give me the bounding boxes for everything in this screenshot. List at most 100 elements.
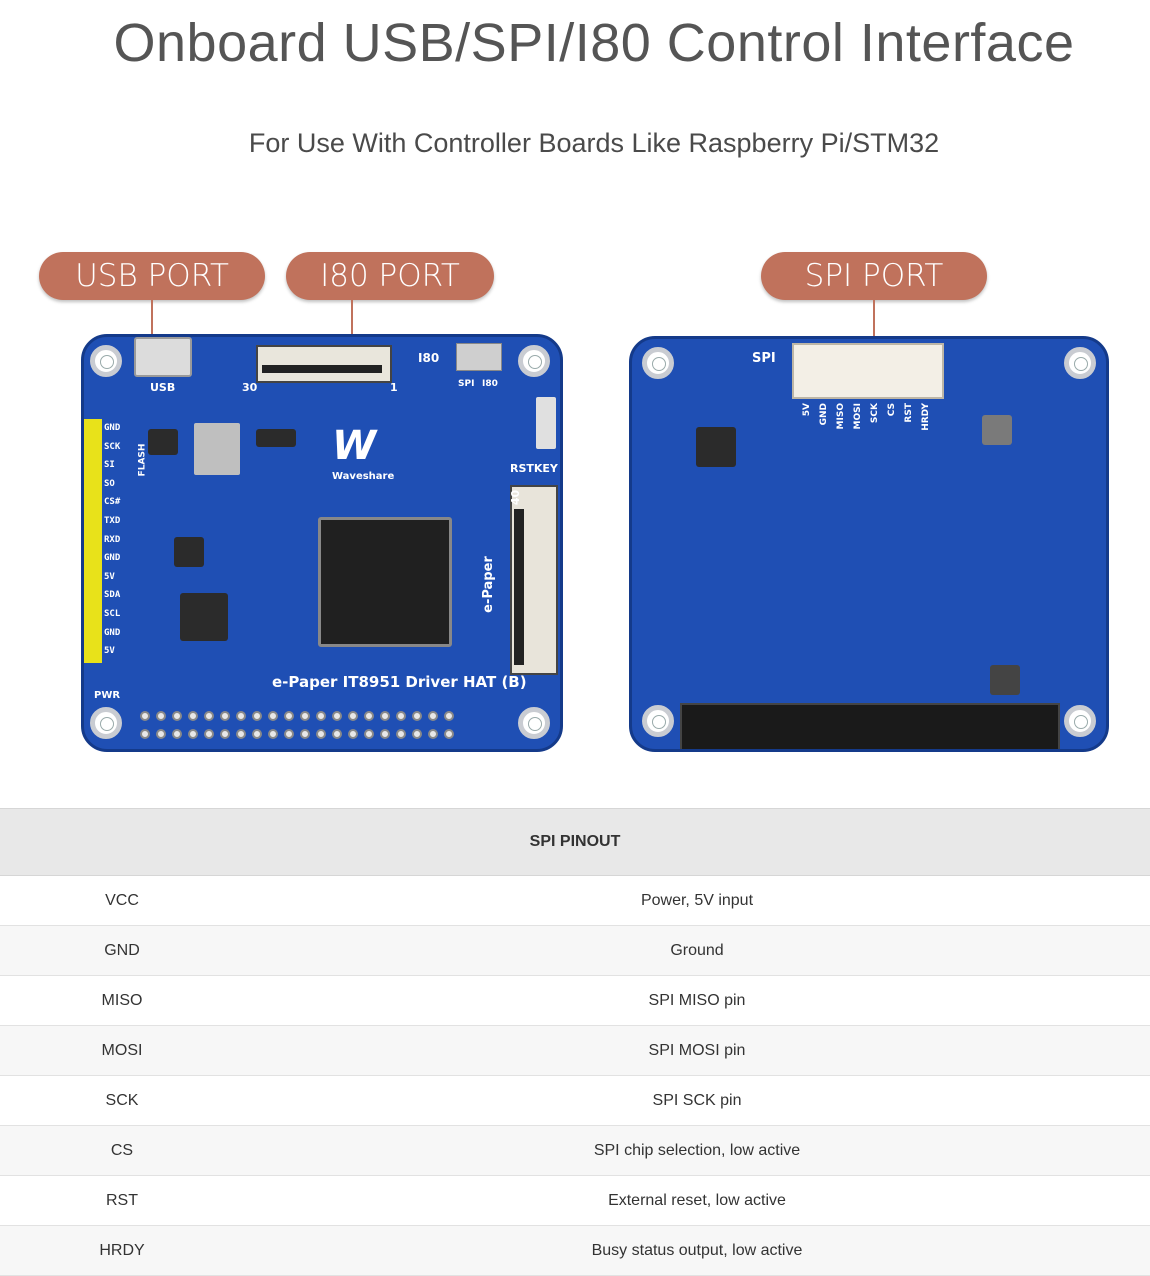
pin-name-cell: SCK [0, 1075, 244, 1126]
side-pin-label: CS# [104, 497, 121, 508]
side-pin-label: RXD [104, 534, 121, 545]
i80-port-leader [351, 300, 353, 358]
regulator-chip [174, 537, 204, 567]
regulator [990, 665, 1020, 695]
page-title: Onboard USB/SPI/I80 Control Interface [113, 13, 1075, 73]
pin-description-cell: Ground [244, 925, 1150, 976]
inductor [194, 423, 240, 475]
back-board: SPI 5V GND MISO MOSI SCK CS RST HRDY [629, 336, 1109, 752]
pin-name-cell: MOSI [0, 1025, 244, 1076]
side-pin-label: GND [104, 553, 121, 564]
i80-silk-label: I80 [418, 351, 440, 365]
flash-label: FLASH [137, 443, 148, 477]
spi-select-label: SPI [458, 379, 475, 389]
pin1-label: 1 [390, 381, 398, 394]
side-pin-label: GND [104, 423, 121, 433]
side-pin-label: 5V [104, 571, 115, 582]
usb-port-callout: USB PORT [39, 252, 265, 300]
pin-name-cell: VCC [0, 875, 244, 926]
flash-chip [148, 429, 178, 455]
side-pin-header [84, 419, 102, 663]
pin-description-cell: SPI MOSI pin [244, 1025, 1150, 1076]
mount-hole [90, 345, 122, 377]
spi-pin-label: CS [887, 403, 897, 417]
side-pin-label: SCL [104, 609, 121, 619]
pin-name-cell: RST [0, 1175, 244, 1226]
gpio-pads-top [140, 711, 454, 721]
fpc-epaper-label: e-Paper [480, 556, 496, 613]
side-pin-label: SCK [104, 441, 121, 452]
side-pin-label: GND [104, 627, 121, 638]
front-board: USB 30 1 I80 SPI I80 RSTKEY GND SCK SI SO CS… [81, 334, 563, 752]
page-subtitle: For Use With Controller Boards Like Rasp… [248, 128, 940, 158]
mount-hole [518, 707, 550, 739]
spi-pin-label: MISO [836, 403, 846, 430]
pin-description-cell: Busy status output, low active [244, 1225, 1150, 1276]
mount-hole [1064, 705, 1096, 737]
mount-hole [90, 707, 122, 739]
rstkey-label: RSTKEY [510, 462, 558, 475]
spi-silk-label: SPI [752, 351, 776, 366]
spi-pin-label: GND [819, 403, 829, 426]
fpc-40-label: 40 [509, 489, 523, 506]
pin-description-cell: SPI chip selection, low active [244, 1125, 1150, 1176]
mode-switch [456, 343, 502, 371]
inductor [982, 415, 1012, 445]
gpio-header-40pin [680, 703, 1060, 749]
it8951-controller-chip [318, 517, 452, 647]
spi-pin-label: 5V [802, 403, 812, 417]
pin-description-cell: External reset, low active [244, 1175, 1150, 1226]
spi-pin-label: RST [904, 403, 914, 423]
spi-port-leader [873, 300, 875, 364]
micro-usb-connector [134, 337, 192, 377]
reset-button [536, 397, 556, 449]
mount-hole [642, 705, 674, 737]
mount-hole [518, 345, 550, 377]
pwr-label: PWR [94, 690, 121, 701]
mount-hole [1064, 347, 1096, 379]
side-pin-label: 5V [104, 646, 115, 657]
spi-pin-label: HRDY [921, 403, 931, 431]
pin-name-cell: HRDY [0, 1225, 244, 1276]
pin-description-cell: Power, 5V input [244, 875, 1150, 926]
brand-label: Waveshare [332, 471, 395, 482]
spi-port-callout: SPI PORT [761, 252, 987, 300]
mcu-chip [180, 593, 228, 641]
pinout-header: SPI PINOUT [0, 808, 1150, 876]
flash-chip [696, 427, 736, 467]
side-pin-label: TXD [104, 516, 121, 526]
pin-name-cell: CS [0, 1125, 244, 1176]
side-pin-label: SDA [104, 590, 121, 601]
pin-name-cell: MISO [0, 975, 244, 1026]
side-pin-label: SO [104, 478, 115, 489]
waveshare-logo: W [332, 423, 377, 469]
spi-pin-label: MOSI [853, 403, 863, 430]
pin-description-cell: SPI SCK pin [244, 1075, 1150, 1126]
small-chip [256, 429, 296, 447]
gpio-pads-bottom [140, 729, 454, 739]
pin30-label: 30 [242, 381, 258, 394]
board-name-label: e-Paper IT8951 Driver HAT (B) [272, 673, 527, 691]
pin-name-cell: GND [0, 925, 244, 976]
spi-pin-label: SCK [870, 403, 880, 424]
usb-port-leader [151, 300, 153, 358]
pin-description-cell: SPI MISO pin [244, 975, 1150, 1026]
usb-silk-label: USB [150, 381, 176, 394]
side-pin-label: SI [104, 460, 115, 471]
i80-select-label: I80 [482, 379, 498, 389]
i80-fpc-slot [262, 365, 382, 373]
spi-header-connector [792, 343, 944, 399]
mount-hole [642, 347, 674, 379]
epaper-fpc-slot [514, 509, 524, 665]
i80-fpc-connector [256, 345, 392, 383]
